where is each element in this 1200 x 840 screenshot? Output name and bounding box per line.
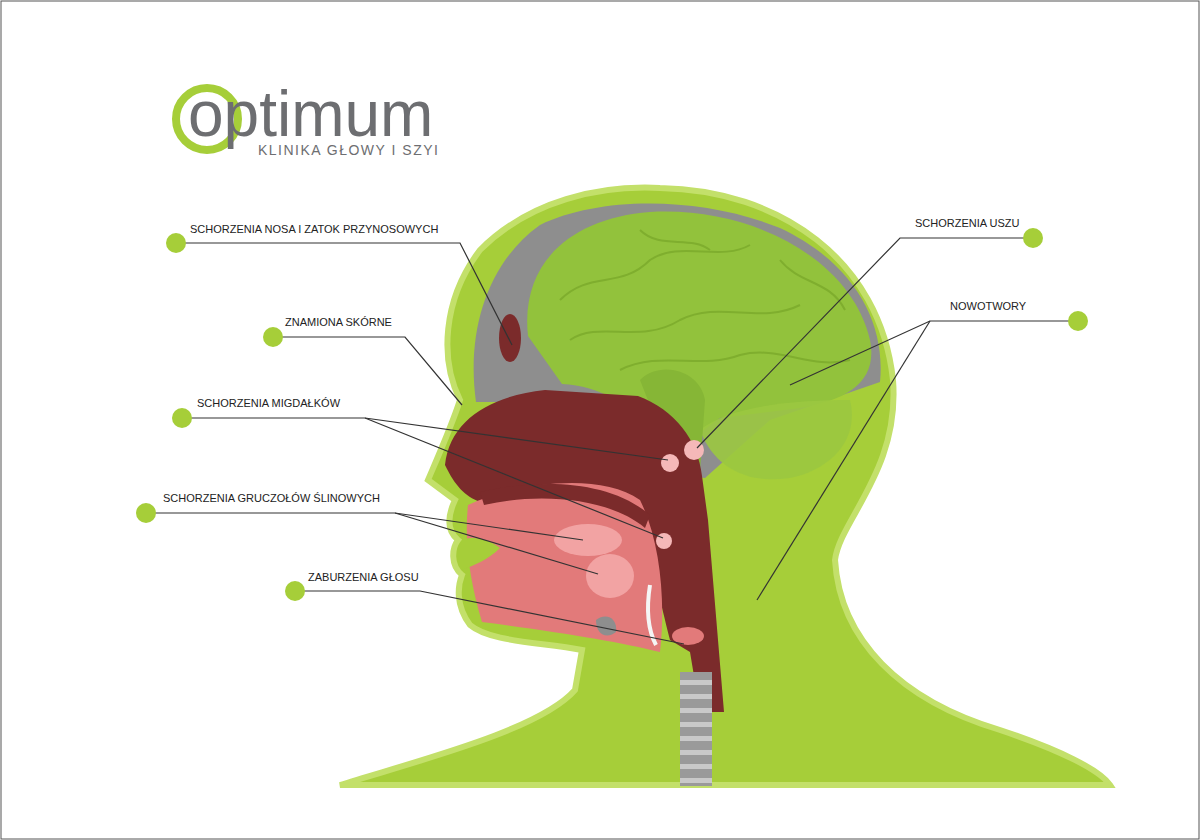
palate <box>480 484 650 528</box>
callout-label: SCHORZENIA GRUCZOŁÓW ŚLINOWYCH <box>163 491 380 505</box>
brain-gyri <box>560 230 850 370</box>
adenoid <box>661 454 679 472</box>
airway <box>445 390 724 712</box>
submandibular-gland <box>586 554 634 598</box>
callout-label: ZNAMIONA SKÓRNE <box>285 315 392 329</box>
callout-dots <box>136 228 1088 601</box>
cerebellum <box>700 400 852 479</box>
leader-lines <box>146 238 1078 644</box>
logo-wordmark: optimum <box>188 82 433 146</box>
callout-label: SCHORZENIA USZU <box>915 216 1020 230</box>
logo-tagline: KLINIKA GŁOWY I SZYI <box>258 142 439 158</box>
epiglottis <box>648 585 656 645</box>
callout-label: ZABURZENIA GŁOSU <box>308 570 419 584</box>
frontal-sinus <box>499 314 521 362</box>
mouth <box>467 483 662 652</box>
callout-label: SCHORZENIA MIGDAŁKÓW <box>197 396 340 410</box>
sublingual-gland <box>554 524 622 556</box>
trachea <box>680 672 712 786</box>
jaw <box>596 616 616 635</box>
trachea-rings <box>680 680 712 783</box>
head-silhouette <box>340 188 1110 785</box>
callout-label: SCHORZENIA NOSA I ZATOK PRZYNOSOWYCH <box>190 222 438 236</box>
callout-label: NOWOTWORY <box>950 299 1026 313</box>
tonsil <box>656 533 672 549</box>
